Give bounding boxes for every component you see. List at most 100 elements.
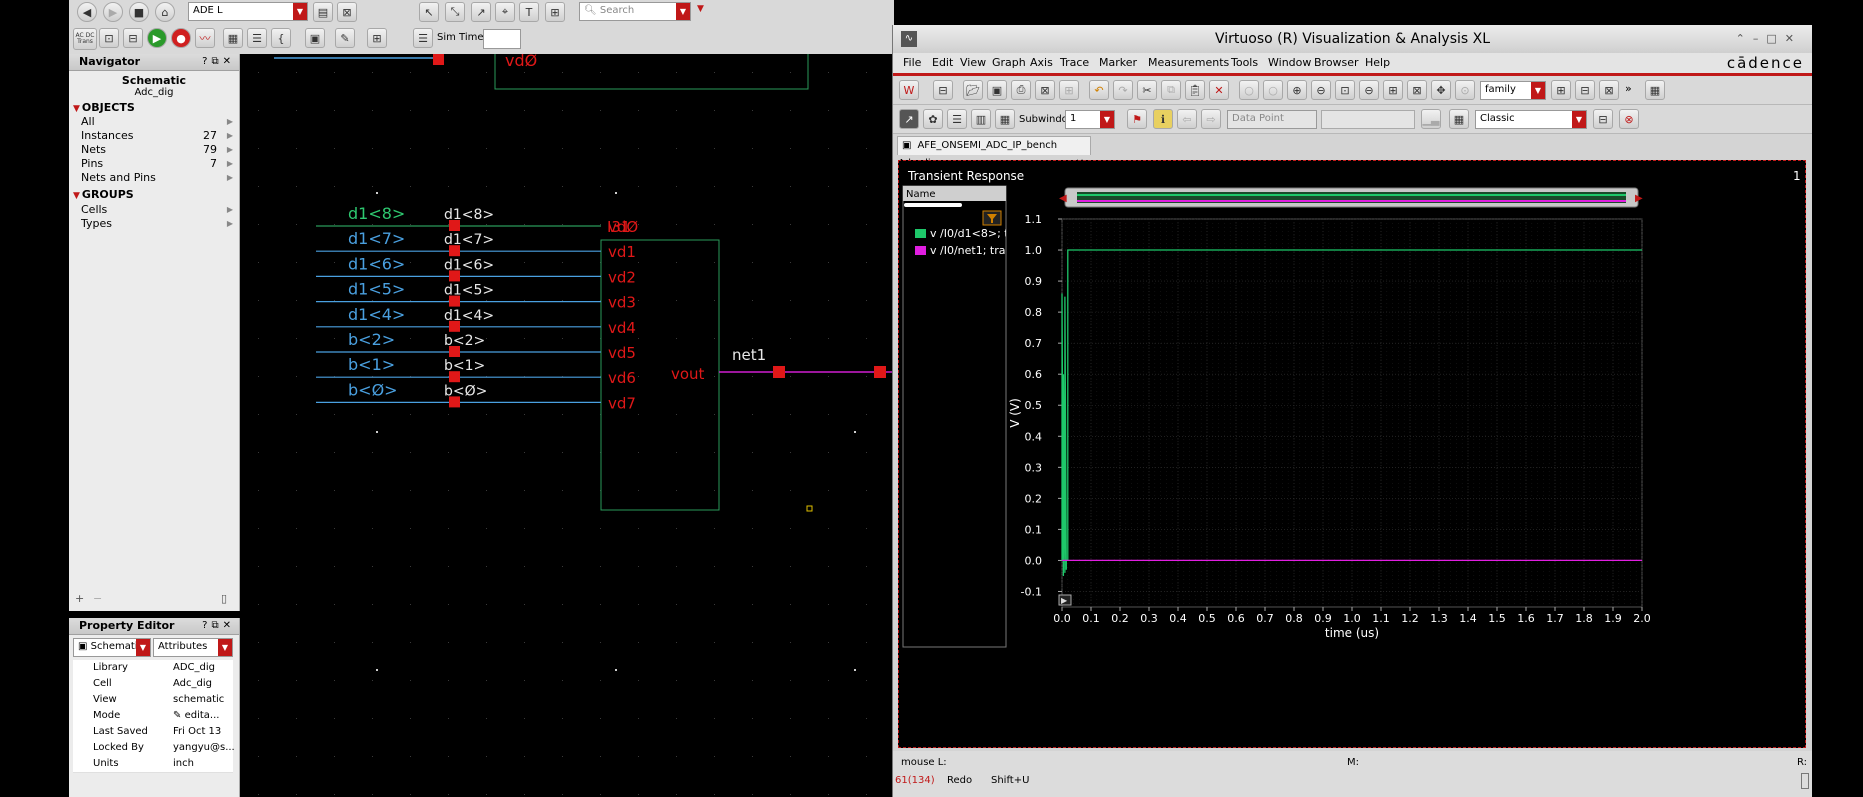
plot-outputs-icon[interactable]: 〰 bbox=[195, 28, 215, 48]
open-icon[interactable]: 📂︎ bbox=[963, 80, 983, 100]
undo-icon[interactable]: ↶ bbox=[1089, 80, 1109, 100]
nav-item-types[interactable]: Types▶ bbox=[69, 216, 239, 232]
new-subwindow-icon[interactable]: ⊟ bbox=[933, 80, 953, 100]
input-pin-marker[interactable] bbox=[449, 245, 460, 257]
run-simulation-icon[interactable]: ▶ bbox=[147, 28, 167, 48]
paste-icon[interactable]: 📋︎ bbox=[1185, 80, 1205, 100]
input-pin-marker[interactable] bbox=[449, 320, 460, 332]
zoom-fit-icon[interactable]: ⊡ bbox=[1335, 80, 1355, 100]
zoom-out-icon[interactable]: ⊖ bbox=[1311, 80, 1331, 100]
clear-style-icon[interactable]: ⊗ bbox=[1619, 109, 1639, 129]
flag-icon[interactable]: ⚑ bbox=[1127, 109, 1147, 129]
menu-view[interactable]: View bbox=[960, 56, 987, 69]
copy-window-icon[interactable]: ⊞ bbox=[1059, 80, 1079, 100]
top-pin-marker[interactable] bbox=[433, 54, 444, 65]
search-options-icon[interactable]: ▼ bbox=[697, 4, 704, 14]
marker-a-icon[interactable]: ○ bbox=[1239, 80, 1259, 100]
search-input[interactable]: 🔍︎ Search ▼ bbox=[579, 2, 691, 21]
sim-time-input[interactable] bbox=[483, 29, 521, 49]
pointer-tool-icon[interactable]: ↗ bbox=[471, 2, 491, 22]
menu-file[interactable]: File bbox=[903, 56, 922, 69]
cut-icon[interactable]: ✂ bbox=[1137, 80, 1157, 100]
attributes-select[interactable]: Attributes ▼ bbox=[153, 638, 233, 657]
family-table-icon[interactable]: ⊠ bbox=[1599, 80, 1619, 100]
more-tools-icon[interactable]: » bbox=[1625, 82, 1632, 95]
tab-results[interactable]: ▣AFE_ONSEMI_ADC_IP_bench Adc_di... ✕ bbox=[897, 136, 1091, 169]
next-point-icon[interactable]: ⇨ bbox=[1201, 109, 1221, 129]
resize-grip-icon[interactable] bbox=[1801, 773, 1809, 789]
menu-trace[interactable]: Trace bbox=[1060, 56, 1090, 69]
window-controls-icon[interactable]: ⌃–□✕ bbox=[1735, 32, 1802, 45]
panel-buttons-icon[interactable]: ?⧉✕ bbox=[202, 620, 235, 631]
sim-time-icon[interactable]: ☰ bbox=[413, 28, 433, 48]
edit-icon[interactable]: ✎ bbox=[335, 28, 355, 48]
copy-icon[interactable]: ⧉ bbox=[1161, 80, 1181, 100]
grid-icon[interactable]: ▦ bbox=[223, 28, 243, 48]
input-pin-marker[interactable] bbox=[449, 220, 460, 231]
menu-axis[interactable]: Axis bbox=[1030, 56, 1053, 69]
waveform-plot[interactable]: Transient Response 1 Name v /I0/d1<8>; t… bbox=[899, 161, 1805, 747]
strip-icon[interactable]: ✿ bbox=[923, 109, 943, 129]
menu-measurements[interactable]: Measurements bbox=[1148, 56, 1230, 69]
nav-item-cells[interactable]: Cells▶ bbox=[69, 202, 239, 218]
apply-style-icon[interactable]: ⊟ bbox=[1593, 109, 1613, 129]
input-pin-marker[interactable] bbox=[449, 371, 460, 383]
family-layout-icon[interactable]: ⊟ bbox=[1575, 80, 1595, 100]
back-icon[interactable]: ◀ bbox=[77, 2, 97, 22]
zoom-x-icon[interactable]: ⊖ bbox=[1359, 80, 1379, 100]
netlist-icon[interactable]: ⊟ bbox=[123, 28, 143, 48]
prev-point-icon[interactable]: ⇦ bbox=[1177, 109, 1197, 129]
data-point-input[interactable] bbox=[1321, 110, 1415, 129]
object-type-select[interactable]: ▣ Schemati ▼ bbox=[73, 638, 151, 657]
stretch-tool-icon[interactable]: ⤡ bbox=[445, 2, 465, 22]
scroll-right-icon[interactable]: ▶ bbox=[1635, 193, 1643, 204]
hierarchy-icon[interactable]: ⊞ bbox=[367, 28, 387, 48]
pointer-icon[interactable]: ↗ bbox=[899, 109, 919, 129]
family-options-icon[interactable]: ⊞ bbox=[1551, 80, 1571, 100]
zoom-box-icon[interactable]: ⊠ bbox=[1407, 80, 1427, 100]
forward-icon[interactable]: ▶ bbox=[103, 2, 123, 22]
instance-box[interactable] bbox=[600, 239, 720, 511]
zoom-reset-icon[interactable]: ⊙ bbox=[1455, 80, 1475, 100]
zoom-in-icon[interactable]: ⊕ bbox=[1287, 80, 1307, 100]
plot-subwindow[interactable]: Transient Response 1 Name v /I0/d1<8>; t… bbox=[898, 160, 1806, 748]
groups-section[interactable]: ▼GROUPS bbox=[73, 188, 134, 201]
ade-select[interactable]: ADE L ▼ bbox=[188, 2, 308, 21]
output-pin-marker[interactable] bbox=[773, 366, 785, 378]
data-point-select[interactable]: Data Point bbox=[1227, 110, 1317, 129]
marker-b-icon[interactable]: ○ bbox=[1263, 80, 1283, 100]
style-select[interactable]: Classic ▼ bbox=[1475, 110, 1587, 129]
input-pin-marker[interactable] bbox=[449, 295, 460, 307]
text-tool-icon[interactable]: T bbox=[519, 2, 539, 22]
x-scroll-thumb[interactable] bbox=[1077, 192, 1626, 203]
legend-scroll-icon[interactable] bbox=[904, 203, 962, 207]
stop-icon[interactable]: ■ bbox=[129, 2, 149, 22]
split-grid-icon[interactable]: ▦ bbox=[995, 109, 1015, 129]
schematic-drawing[interactable]: vdØ I31 d1<8>d1<8>vdØd1<7>d1<7>vd1d1<6>d… bbox=[240, 54, 892, 797]
scroll-left-icon[interactable]: ◀ bbox=[1059, 193, 1067, 204]
menu-tools[interactable]: Tools bbox=[1231, 56, 1259, 69]
delete-icon[interactable]: ✕ bbox=[1209, 80, 1229, 100]
pan-icon[interactable]: ✥ bbox=[1431, 80, 1451, 100]
grid-toggle-icon[interactable]: ▦ bbox=[1645, 80, 1665, 100]
input-pin-marker[interactable] bbox=[449, 346, 460, 357]
menu-help[interactable]: Help bbox=[1365, 56, 1391, 69]
menu-edit[interactable]: Edit bbox=[932, 56, 954, 69]
window-icon[interactable]: ▤ bbox=[313, 2, 333, 22]
probe-tool-icon[interactable]: ⌖ bbox=[495, 2, 515, 22]
ac-dc-trans-icon[interactable]: AC DC Trans bbox=[73, 28, 97, 50]
stop-simulation-icon[interactable]: ● bbox=[171, 28, 191, 48]
info-icon[interactable]: ℹ bbox=[1153, 109, 1173, 129]
menu-marker[interactable]: Marker bbox=[1099, 56, 1138, 69]
input-pin-marker[interactable] bbox=[449, 396, 460, 408]
select-tool-icon[interactable]: ↖ bbox=[419, 2, 439, 22]
